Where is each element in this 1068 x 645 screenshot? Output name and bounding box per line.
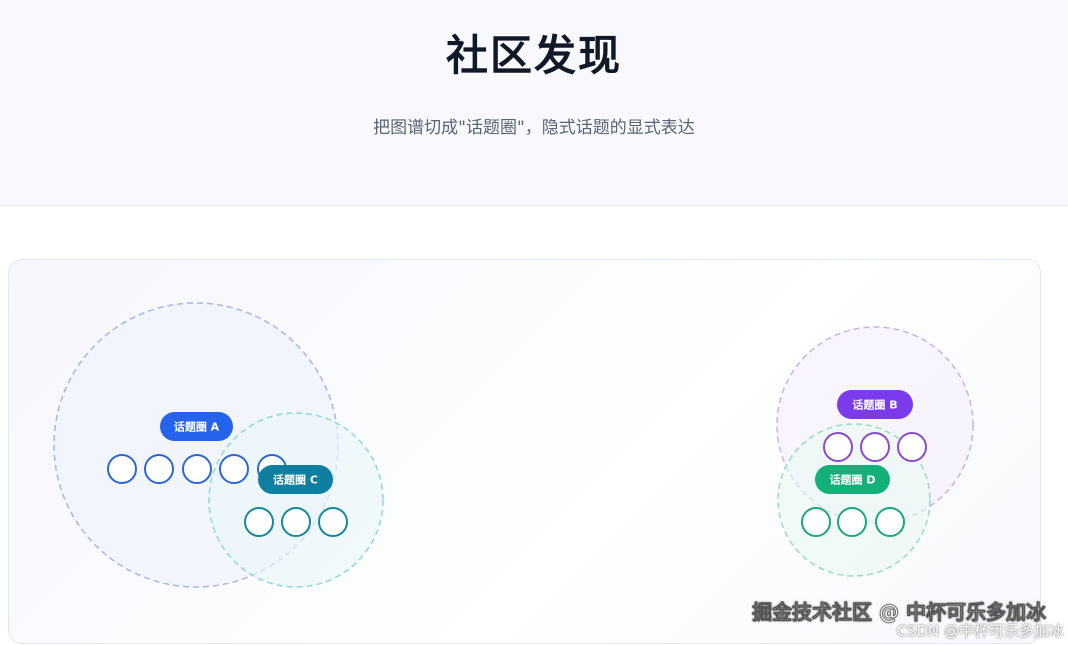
watermark-juejin: 掘金技术社区 @ 中杯可乐多加冰: [752, 600, 1047, 625]
svg-text:话题圈 B: 话题圈 B: [852, 398, 897, 412]
community-c-label: 话题圈 C: [258, 465, 333, 494]
node: [801, 507, 831, 537]
watermark-csdn: CSDN @中杯可乐多加冰: [896, 622, 1064, 640]
community-a-nodes: [107, 454, 287, 484]
node: [182, 454, 212, 484]
page-title: 社区发现: [445, 31, 622, 80]
node: [219, 454, 249, 484]
svg-text:话题圈 A: 话题圈 A: [174, 420, 220, 434]
node: [823, 432, 853, 462]
page-subtitle: 把图谱切成"话题圈"，隐式话题的显式表达: [373, 118, 695, 138]
community-diagram-card: 话题圈 A 话题圈 C 话题圈 B 话题圈 D: [8, 259, 1041, 644]
node: [837, 507, 867, 537]
community-c-ring: [208, 412, 384, 588]
community-c: [208, 412, 384, 588]
community-c-nodes: [244, 507, 348, 537]
community-a-label: 话题圈 A: [160, 412, 233, 441]
node: [875, 507, 905, 537]
community-d-nodes: [801, 507, 905, 537]
community-d-label: 话题圈 D: [815, 465, 890, 494]
community-d-ring: [777, 423, 931, 577]
svg-text:话题圈 C: 话题圈 C: [273, 473, 318, 487]
node: [860, 432, 890, 462]
node: [318, 507, 348, 537]
page-header: 社区发现 把图谱切成"话题圈"，隐式话题的显式表达: [0, 0, 1068, 206]
community-b-label: 话题圈 B: [837, 390, 913, 419]
community-d: [777, 423, 931, 577]
community-diagram: 话题圈 A 话题圈 C 话题圈 B 话题圈 D: [53, 302, 974, 588]
node: [244, 507, 274, 537]
svg-text:话题圈 D: 话题圈 D: [830, 473, 876, 487]
community-b-nodes: [823, 432, 927, 462]
node: [281, 507, 311, 537]
node: [144, 454, 174, 484]
node: [897, 432, 927, 462]
node: [107, 454, 137, 484]
